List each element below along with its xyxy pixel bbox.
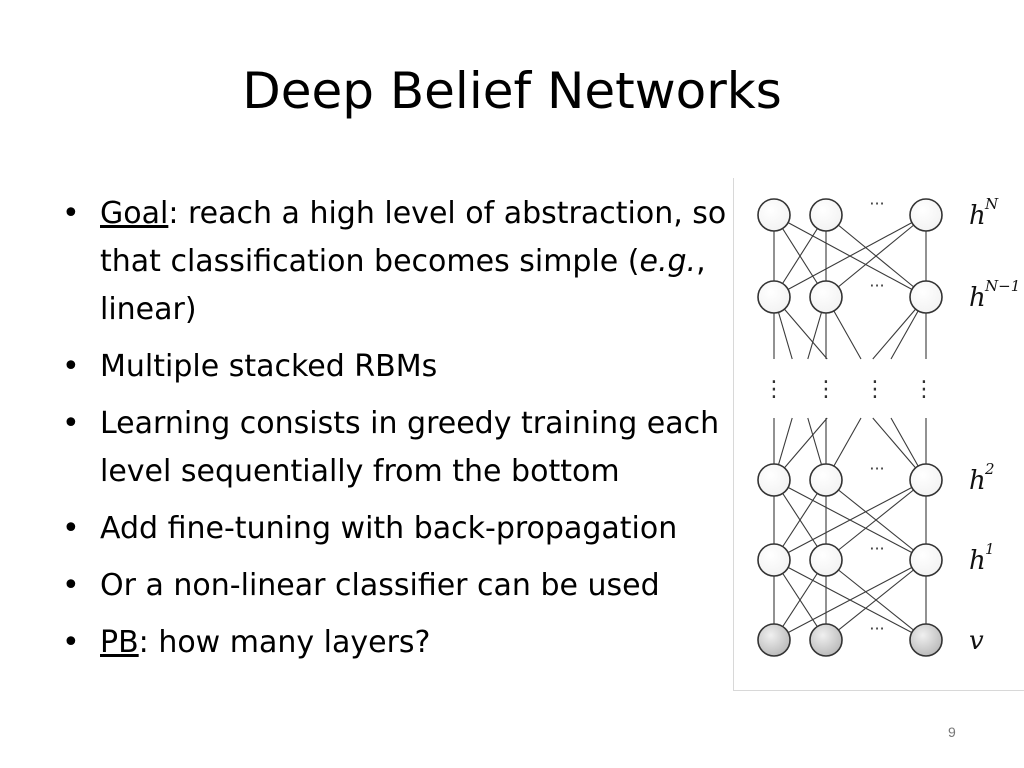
layer-superscript: N [984, 195, 999, 213]
bullet-goal: • Goal: reach a high level of abstractio… [62, 190, 762, 334]
connection-line [825, 479, 927, 561]
bullet-pb-text: : how many layers? [138, 625, 431, 660]
diagram-nodes [757, 198, 943, 657]
layer-superscript: 1 [985, 540, 995, 558]
bullet-marker: • [62, 568, 80, 603]
hidden-unit-node [809, 198, 843, 232]
bullet-marker: • [62, 625, 80, 660]
bullet-list: • Goal: reach a high level of abstractio… [62, 190, 762, 676]
bullet-pb: • PB: how many layers? [62, 619, 762, 667]
hidden-unit-node [757, 543, 791, 577]
layer-label: h [969, 466, 986, 496]
hidden-unit-node [757, 463, 791, 497]
layer-label: h [969, 546, 986, 576]
ellipsis-label: ··· [869, 459, 884, 478]
bullet-nonlinear-text: Or a non-linear classifier can be used [100, 568, 660, 603]
hidden-unit-node [809, 463, 843, 497]
ellipsis-label: ··· [869, 194, 884, 213]
bullet-rbms: • Multiple stacked RBMs [62, 343, 762, 391]
bullet-goal-tail: , linear) [100, 244, 706, 327]
bullet-rbms-text: Multiple stacked RBMs [100, 349, 438, 384]
slide-title: Deep Belief Networks [242, 62, 782, 120]
layer-label: h [969, 283, 986, 313]
layer-label: h [969, 201, 986, 231]
ellipsis-label: ··· [869, 619, 884, 638]
hidden-unit-node [909, 198, 943, 232]
bullet-goal-italic: e.g. [639, 244, 697, 279]
vertical-dots: ⋮ [815, 377, 837, 402]
hidden-unit-node [809, 543, 843, 577]
bullet-marker: • [62, 349, 80, 384]
visible-unit-node [757, 623, 791, 657]
hidden-unit-node [809, 280, 843, 314]
hidden-unit-node [757, 280, 791, 314]
bullet-nonlinear: • Or a non-linear classifier can be used [62, 562, 762, 610]
connection-line [773, 214, 927, 298]
bullet-finetuning-text: Add fine-tuning with back-propagation [100, 511, 678, 546]
hidden-unit-node [909, 543, 943, 577]
vertical-dots: ⋮ [864, 377, 886, 402]
hidden-unit-node [757, 198, 791, 232]
bullet-pb-head: PB [100, 625, 139, 660]
diagram-edges [773, 214, 927, 641]
visible-unit-node [909, 623, 943, 657]
bullet-finetuning: • Add fine-tuning with back-propagation [62, 505, 762, 553]
connection-line [825, 214, 927, 298]
ellipsis-label: ··· [869, 276, 884, 295]
bullet-goal-text: : reach a high level of abstraction, so … [100, 196, 727, 279]
connection-line [825, 559, 927, 641]
bullet-marker: • [62, 511, 80, 546]
bullet-goal-head: Goal [100, 196, 169, 231]
layer-label: v [969, 626, 984, 656]
bullet-learning: • Learning consists in greedy training e… [62, 400, 762, 496]
bullet-learning-text: Learning consists in greedy training eac… [100, 406, 720, 489]
vertical-dots: ⋮ [913, 377, 935, 402]
visible-unit-node [809, 623, 843, 657]
hidden-unit-node [909, 463, 943, 497]
bullet-marker: • [62, 406, 80, 441]
page-number: 9 [948, 724, 956, 740]
layer-superscript: 2 [984, 460, 995, 478]
layer-superscript: N−1 [984, 277, 1020, 295]
ellipsis-label: ··· [869, 539, 884, 558]
hidden-unit-node [909, 280, 943, 314]
vertical-dots: ⋮ [763, 377, 785, 402]
bullet-marker: • [62, 196, 80, 231]
connection-line [773, 559, 927, 641]
connection-line [773, 479, 927, 561]
